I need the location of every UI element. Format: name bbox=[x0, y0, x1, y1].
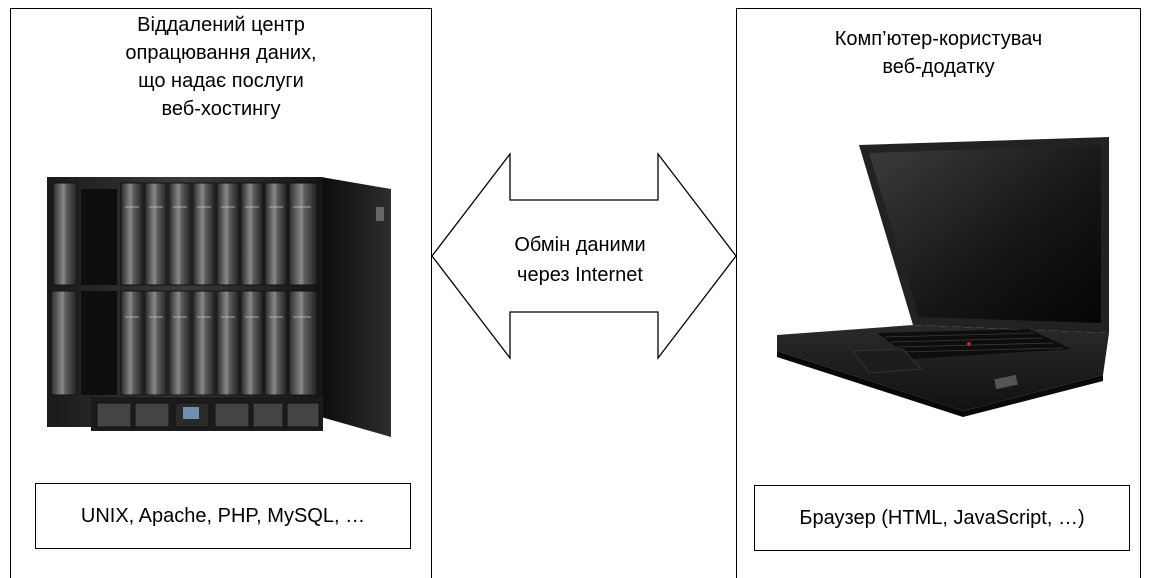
client-panel: Комп’ютер-користувач веб-додатку bbox=[736, 8, 1141, 578]
client-title-line-2: веб-додатку bbox=[882, 56, 995, 78]
client-title-line-1: Комп’ютер-користувач bbox=[834, 28, 1043, 50]
server-software-stack-label: UNIX, Apache, PHP, MySQL, … bbox=[80, 504, 366, 527]
server-panel: Віддалений центр опрацювання даних, що н… bbox=[10, 8, 432, 578]
blade-server-chassis-icon bbox=[47, 177, 391, 437]
server-title-line-1: Віддалений центр bbox=[137, 14, 305, 36]
server-title-line-3: що надає послуги bbox=[138, 70, 304, 92]
exchange-label-line-2: через Internet bbox=[517, 264, 643, 286]
server-title-line-2: опрацювання даних, bbox=[125, 42, 317, 64]
exchange-label: Обмін даними через Internet bbox=[470, 230, 690, 290]
client-panel-title: Комп’ютер-користувач веб-додатку bbox=[737, 25, 1140, 81]
laptop-icon bbox=[777, 137, 1109, 417]
server-title-line-4: веб-хостингу bbox=[161, 98, 281, 120]
server-software-stack: UNIX, Apache, PHP, MySQL, … bbox=[35, 483, 411, 549]
client-software-stack: Браузер (HTML, JavaScript, …) bbox=[754, 485, 1130, 551]
server-panel-title: Віддалений центр опрацювання даних, що н… bbox=[11, 11, 431, 123]
client-software-stack-label: Браузер (HTML, JavaScript, …) bbox=[799, 506, 1085, 529]
exchange-label-line-1: Обмін даними bbox=[514, 234, 646, 256]
